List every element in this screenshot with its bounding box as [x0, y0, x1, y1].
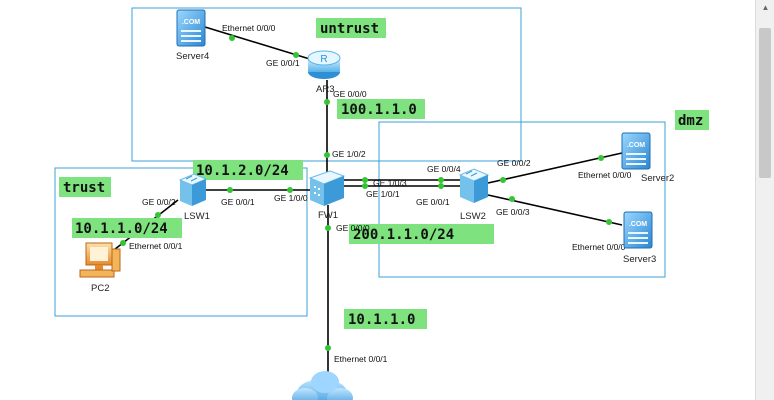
network-label-10-1-2: 10.1.2.0/24 [193, 160, 303, 180]
device-server3[interactable]: .COM Server3 [623, 211, 656, 265]
device-lsw2[interactable]: LSW2 [458, 168, 490, 222]
svg-text:R: R [320, 54, 327, 65]
zone-label-trust: trust [59, 177, 111, 197]
port-dots [120, 35, 612, 351]
device-label: Server4 [176, 51, 209, 62]
port-dot [324, 99, 330, 105]
server-icon: .COM [176, 9, 206, 47]
pc-icon [79, 242, 121, 278]
port-label: GE 0/0/1 [221, 197, 255, 207]
cloud-icon [292, 371, 353, 400]
server-icon-text: .COM [629, 221, 647, 228]
switch-icon [178, 173, 208, 206]
server-icon: .COM [623, 211, 653, 249]
zone-dmz-area[interactable] [378, 121, 666, 278]
device-label: AR3 [316, 84, 334, 95]
port-dot [324, 152, 330, 158]
port-label: Ethernet 0/0/0 [578, 170, 632, 180]
port-dot [438, 183, 444, 189]
zone-label-dmz: dmz [675, 110, 709, 130]
port-dot [598, 155, 604, 161]
port-dot [500, 177, 506, 183]
port-label: GE 0/0/0 [336, 223, 370, 233]
port-dot [325, 345, 331, 351]
port-dot [606, 219, 612, 225]
port-dot [120, 240, 126, 246]
zone-untrust-text: untrust [320, 21, 379, 37]
port-label: Ethernet 0/0/0 [222, 23, 276, 33]
network-label-100: 100.1.1.0 [337, 99, 425, 119]
port-dot [509, 196, 515, 202]
port-label: GE 1/0/0 [274, 193, 308, 203]
device-cloud[interactable] [292, 371, 353, 400]
device-label: LSW2 [460, 211, 486, 222]
port-label: Ethernet 0/0/1 [129, 241, 183, 251]
port-label: GE 0/0/0 [333, 89, 367, 99]
port-label: GE 0/0/1 [266, 58, 300, 68]
network-label-10-1-1: 10.1.1.0 [344, 309, 427, 329]
port-label: GE 0/0/4 [427, 164, 461, 174]
scroll-up-arrow-icon[interactable]: ▲ [761, 3, 770, 12]
network-10-1-1-24-text: 10.1.1.0/24 [75, 221, 168, 237]
zone-trust-text: trust [63, 180, 105, 196]
device-lsw1[interactable]: LSW1 [178, 173, 210, 222]
port-label: GE 0/0/3 [496, 207, 530, 217]
device-label: Server2 [641, 173, 674, 184]
port-label: Ethernet 0/0/0 [572, 242, 626, 252]
network-10-1-2-text: 10.1.2.0/24 [196, 163, 289, 179]
zone-trust-area[interactable] [54, 167, 308, 317]
port-label: GE 0/0/2 [497, 158, 531, 168]
port-dot [362, 177, 368, 183]
port-dot [293, 52, 299, 58]
device-label: LSW1 [184, 211, 210, 222]
port-label: GE 1/0/3 [373, 178, 407, 188]
firewall-icon [308, 170, 346, 206]
zone-label-untrust: untrust [316, 18, 386, 38]
network-200-text: 200.1.1.0/24 [353, 227, 454, 243]
port-label: GE 0/0/2 [142, 197, 176, 207]
device-label: FW1 [318, 210, 338, 221]
switch-icon [458, 168, 490, 203]
device-server4[interactable]: .COM Server4 [176, 9, 209, 62]
zone-dmz-text: dmz [678, 113, 703, 129]
server-icon-text: .COM [627, 142, 645, 149]
port-dot [438, 177, 444, 183]
network-label-10-1-1-24: 10.1.1.0/24 [72, 218, 182, 238]
network-label-200: 200.1.1.0/24 [349, 224, 494, 244]
device-ar3[interactable]: R AR3 [307, 50, 341, 95]
port-label: Ethernet 0/0/1 [334, 354, 388, 364]
port-dot [227, 187, 233, 193]
device-server2[interactable]: .COM Server2 [621, 132, 674, 184]
router-icon: R [307, 50, 341, 79]
server-icon-text: .COM [182, 19, 200, 26]
port-label: GE 1/0/1 [366, 189, 400, 199]
device-pc2[interactable]: PC2 [79, 242, 121, 294]
port-dot [325, 225, 331, 231]
device-label: Server3 [623, 254, 656, 265]
port-label: GE 1/0/2 [332, 149, 366, 159]
port-label: GE 0/0/1 [416, 197, 450, 207]
scrollbar-thumb[interactable] [759, 28, 771, 178]
server-icon: .COM [621, 132, 651, 170]
network-10-1-1-text: 10.1.1.0 [348, 312, 415, 328]
port-dot [362, 183, 368, 189]
device-fw1[interactable]: FW1 [308, 170, 346, 221]
port-dot [287, 187, 293, 193]
network-100-text: 100.1.1.0 [341, 102, 417, 118]
port-dot [229, 35, 235, 41]
port-dot [155, 212, 161, 218]
device-label: PC2 [91, 283, 109, 294]
vertical-scrollbar[interactable]: ▲ [755, 0, 774, 400]
